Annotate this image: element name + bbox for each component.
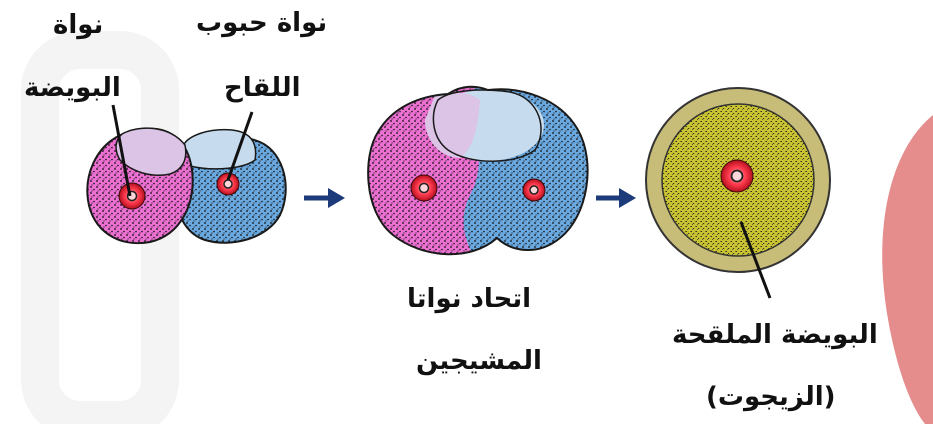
fusion-label-line1: اتحاد نواتا bbox=[407, 286, 531, 312]
zygote-label-line1: البويضة الملقحة bbox=[672, 322, 878, 348]
fusion-label-line2: المشيجين bbox=[416, 348, 542, 374]
egg-cell bbox=[87, 128, 192, 243]
pollen-nucleus-label-line1: نواة حبوب bbox=[196, 10, 327, 36]
egg-nucleus-label-line1: نواة bbox=[53, 12, 103, 38]
zygote-label-line2: (الزيجوت) bbox=[706, 384, 836, 410]
corner-decoration bbox=[882, 115, 933, 424]
stage2-fusion-cell bbox=[360, 80, 600, 270]
egg-nucleus-label-line2: البويضة bbox=[24, 75, 121, 101]
pollen-nucleus-label-line2: اللقاح bbox=[224, 75, 301, 101]
arrow-1 bbox=[304, 188, 345, 208]
arrow-2 bbox=[596, 188, 636, 208]
stage1-cells bbox=[87, 105, 285, 243]
stage3-zygote bbox=[646, 88, 830, 298]
